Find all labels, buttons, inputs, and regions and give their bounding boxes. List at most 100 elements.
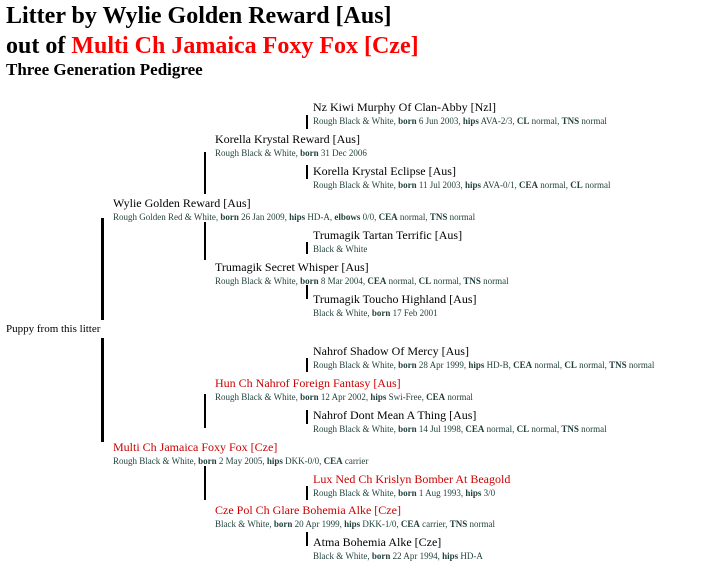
- detail-key: CEA: [426, 392, 446, 402]
- detail-key: born: [398, 360, 417, 370]
- coat-color: Rough Black & White: [215, 148, 296, 158]
- bracket-g3-8: [306, 532, 308, 546]
- bracket-dam-sire: [204, 394, 206, 428]
- pedigree-entry: Trumagik Secret Whisper [Aus]Rough Black…: [215, 260, 509, 287]
- detail-key: CEA: [518, 180, 538, 190]
- pedigree-entry: Nahrof Dont Mean A Thing [Aus] Rough Blac…: [313, 408, 607, 435]
- detail-key: TNS: [609, 360, 627, 370]
- detail-key: CEA: [400, 519, 420, 529]
- detail-key: CL: [418, 276, 432, 286]
- bracket-g3-7: [306, 486, 308, 500]
- detail-key: born: [398, 180, 417, 190]
- dog-details: Rough Black & White, born 11 Jul 2003, h…: [313, 180, 611, 190]
- pedigree-entry: Multi Ch Jamaica Foxy Fox [Cze] Rough Bla…: [113, 440, 368, 467]
- detail-key: TNS: [429, 212, 448, 222]
- dog-name: Cze Pol Ch Glare Bohemia Alke [Cze]: [215, 503, 401, 517]
- dog-name: Korella Krystal Eclipse [Aus]: [313, 164, 456, 178]
- dog-details: Rough Black & White, born 1 Aug 1993, hi…: [313, 488, 496, 498]
- detail-value: normal: [628, 360, 655, 370]
- detail-value: normal: [581, 424, 607, 434]
- dog-name: Nahrof Shadow Of Mercy [Aus]: [313, 344, 469, 358]
- detail-key: born: [198, 456, 217, 466]
- dog-name: Trumagik Secret Whisper [Aus]: [215, 260, 369, 274]
- detail-key: born: [371, 551, 391, 561]
- detail-key: hips: [465, 180, 482, 190]
- coat-color: Rough Black & White: [313, 180, 394, 190]
- pedigree-entry: Hun Ch Nahrof Foreign Fantasy [Aus] Rough…: [215, 376, 473, 403]
- dog-details: Rough Black & White, born 12 Apr 2002, h…: [215, 392, 473, 402]
- bracket-g3-5: [306, 358, 308, 372]
- detail-key: CL: [516, 424, 530, 434]
- detail-key: born: [273, 519, 293, 529]
- detail-value: normal: [579, 360, 605, 370]
- coat-color: Rough Black & White: [215, 392, 296, 402]
- detail-value: normal: [540, 180, 566, 190]
- pedigree-entry: Nz Kiwi Murphy Of Clan-Abby [Nzl] Rough B…: [313, 100, 607, 127]
- detail-value: AVA-0/1: [482, 180, 515, 190]
- page-title-line1: Litter by Wylie Golden Reward [Aus]: [6, 3, 392, 29]
- dog-name: Hun Ch Nahrof Foreign Fantasy [Aus]: [215, 376, 401, 390]
- dog-name: Atma Bohemia Alke [Cze]: [313, 535, 442, 549]
- puppy-label: Puppy from this litter: [6, 323, 101, 335]
- coat-color: Rough Black & White: [313, 360, 394, 370]
- detail-key: hips: [442, 551, 459, 561]
- dog-name: Nz Kiwi Murphy Of Clan-Abby [Nzl]: [313, 100, 496, 114]
- detail-value: HD-B: [486, 360, 509, 370]
- detail-value: 20 Apr 1999: [294, 519, 340, 529]
- bracket-g3-6: [306, 410, 308, 424]
- detail-key: born: [371, 308, 391, 318]
- detail-value: normal: [388, 276, 415, 286]
- bracket-sire-sire: [204, 152, 206, 194]
- page-title-dam: Multi Ch Jamaica Foxy Fox [Cze]: [71, 33, 419, 59]
- pedigree-entry: Cze Pol Ch Glare Bohemia Alke [Cze] Black…: [215, 503, 495, 530]
- dog-details: Rough Black & White, born 14 Jul 1998, C…: [313, 424, 607, 434]
- coat-color: Rough Black & White: [113, 456, 194, 466]
- dog-details: Black & White, born 17 Feb 2001: [313, 308, 438, 318]
- dog-details: Rough Black & White, born 2 May 2005, hi…: [113, 456, 369, 466]
- detail-key: TNS: [449, 519, 468, 529]
- dog-name: Nahrof Dont Mean A Thing [Aus]: [313, 408, 477, 422]
- detail-value: 22 Apr 1994: [392, 551, 438, 561]
- detail-value: normal: [399, 212, 426, 222]
- pedigree-entry: Wylie Golden Reward [Aus] Rough Golden Re…: [113, 196, 475, 223]
- detail-key: hips: [462, 116, 479, 126]
- detail-value: normal: [449, 212, 476, 222]
- detail-value: normal: [486, 424, 513, 434]
- detail-value: normal: [585, 180, 611, 190]
- page-subtitle: Three Generation Pedigree: [6, 60, 203, 79]
- dog-name: Multi Ch Jamaica Foxy Fox [Cze]: [113, 440, 278, 454]
- detail-key: hips: [266, 456, 283, 466]
- detail-key: elbows: [334, 212, 361, 222]
- dog-name: Lux Ned Ch Krislyn Bomber At Beagold: [313, 472, 511, 486]
- dog-name: Trumagik Tartan Terrific [Aus]: [313, 228, 463, 242]
- detail-value: 31 Dec 2006: [320, 148, 367, 158]
- detail-key: TNS: [561, 424, 579, 434]
- pedigree-entry: Atma Bohemia Alke [Cze] Black & White, bo…: [313, 535, 483, 562]
- detail-key: TNS: [463, 276, 481, 286]
- detail-value: 8 Mar 2004: [320, 276, 363, 286]
- dog-details: Rough Black & White, born 6 Jun 2003, hi…: [313, 116, 607, 126]
- page-title: Litter by Wylie Golden Reward [Aus]: [6, 2, 392, 30]
- detail-value: 12 Apr 2002: [320, 392, 366, 402]
- detail-value: 3/0: [483, 488, 496, 498]
- detail-key: born: [398, 488, 417, 498]
- dog-name: Korella Krystal Reward [Aus]: [215, 132, 360, 146]
- coat-color: Rough Black & White: [313, 424, 394, 434]
- page-title-dam-line: out of Multi Ch Jamaica Foxy Fox [Cze]: [6, 32, 419, 60]
- dog-details: Rough Black & White, born 31 Dec 2006: [215, 148, 367, 158]
- detail-value: carrier: [422, 519, 446, 529]
- dog-name: Wylie Golden Reward [Aus]: [113, 196, 251, 210]
- detail-key: hips: [465, 488, 482, 498]
- coat-color: Rough Golden Red & White: [113, 212, 216, 222]
- detail-key: born: [300, 148, 319, 158]
- dog-details: Black & White, born 20 Apr 1999, hips DK…: [215, 519, 496, 529]
- bracket-dam-line: [101, 338, 104, 442]
- detail-key: CEA: [367, 276, 387, 286]
- bracket-sire-line: [101, 218, 104, 320]
- detail-value: Swi-Free: [388, 392, 422, 402]
- detail-value: 2 May 2005: [218, 456, 263, 466]
- detail-value: AVA-2/3: [480, 116, 513, 126]
- dog-details: Black & White, born 22 Apr 1994, hips HD…: [313, 551, 483, 561]
- bracket-g3-2: [306, 165, 308, 179]
- page-title-prefix: out of: [6, 33, 72, 59]
